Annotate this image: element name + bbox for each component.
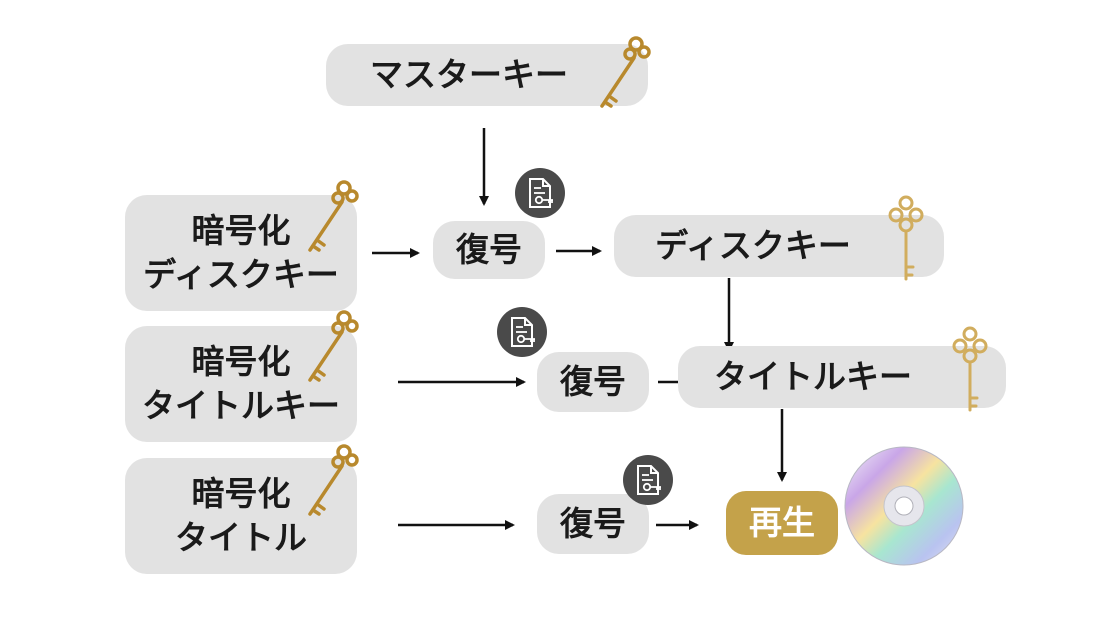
title-key-box: タイトルキー bbox=[678, 346, 1006, 408]
encrypted-disc-key-line2: ディスクキー bbox=[143, 255, 339, 294]
title-key-label: タイトルキー bbox=[714, 357, 912, 397]
encrypted-disc-key-line1: 暗号化 bbox=[191, 211, 291, 251]
encrypted-disc-key-box: 暗号化 ディスクキー bbox=[125, 195, 357, 311]
dvd-disc-icon bbox=[844, 446, 964, 566]
master-key-box: マスターキー bbox=[326, 44, 648, 106]
encrypted-title-key-line2: タイトルキー bbox=[142, 386, 340, 425]
decrypt-box-3: 復号 bbox=[537, 494, 649, 554]
antique-key-icon bbox=[308, 310, 359, 382]
antique-key-icon bbox=[952, 326, 988, 412]
antique-key-icon bbox=[308, 180, 359, 252]
encrypted-title-line1: 暗号化 bbox=[191, 474, 291, 514]
encrypted-title-key-box: 暗号化 タイトルキー bbox=[125, 326, 357, 442]
encrypted-title-line2: タイトル bbox=[175, 518, 307, 557]
decrypt-label-3: 復号 bbox=[560, 504, 626, 544]
disc-key-label: ディスクキー bbox=[655, 226, 851, 266]
disc-key-box: ディスクキー bbox=[614, 215, 944, 277]
antique-key-icon bbox=[308, 444, 359, 516]
decrypt-label-2: 復号 bbox=[560, 362, 626, 402]
file-key-icon bbox=[623, 455, 673, 505]
master-key-label: マスターキー bbox=[370, 55, 568, 95]
encrypted-title-box: 暗号化 タイトル bbox=[125, 458, 357, 574]
play-label: 再生 bbox=[749, 503, 815, 543]
decrypt-box-2: 復号 bbox=[537, 352, 649, 412]
play-box: 再生 bbox=[726, 491, 838, 555]
antique-key-icon bbox=[600, 36, 651, 108]
antique-key-icon bbox=[888, 195, 924, 281]
decrypt-box-1: 復号 bbox=[433, 221, 545, 279]
decrypt-label-1: 復号 bbox=[456, 230, 522, 270]
file-key-icon bbox=[497, 307, 547, 357]
encrypted-title-key-line1: 暗号化 bbox=[191, 342, 291, 382]
file-key-icon bbox=[515, 168, 565, 218]
